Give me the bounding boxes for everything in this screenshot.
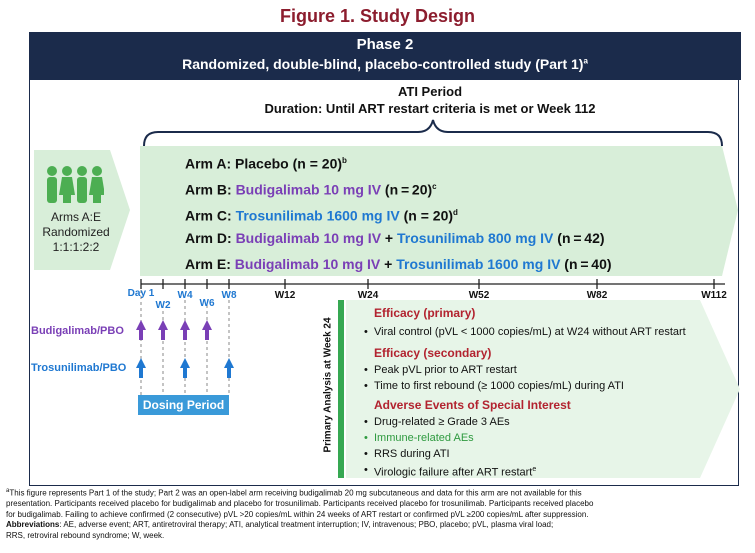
trosunilimab-label: Trosunilimab/PBO bbox=[31, 362, 127, 374]
ati-brace bbox=[143, 119, 723, 147]
efficacy-secondary-item: Time to first rebound (≥ 1000 copies/mL)… bbox=[364, 379, 624, 393]
arm-d: Arm D: Budigalimab 10 mg IV + Trosunilim… bbox=[185, 230, 605, 246]
budigalimab-dose-arrows bbox=[136, 320, 212, 340]
primary-analysis-bar bbox=[338, 300, 344, 478]
arms-ratio-title: Arms A:E bbox=[50, 210, 101, 224]
efficacy-secondary-item: Peak pVL prior to ART restart bbox=[364, 363, 517, 377]
tick-w6: W6 bbox=[199, 298, 215, 309]
budigalimab-label: Budigalimab/PBO bbox=[31, 325, 124, 337]
ati-duration: Duration: Until ART restart criteria is … bbox=[264, 101, 596, 116]
ratio-label: 1:1:1:2:2 bbox=[52, 240, 100, 254]
tick-w112: W112 bbox=[701, 290, 727, 301]
randomization-label: Arms A:E Randomized 1:1:1:2:2 bbox=[36, 210, 116, 255]
ati-period-label: ATI Period Duration: Until ART restart c… bbox=[200, 83, 660, 117]
tick-w52: W52 bbox=[468, 290, 490, 301]
arm-e: Arm E: Budigalimab 10 mg IV + Trosunilim… bbox=[185, 256, 612, 272]
efficacy-secondary-heading: Efficacy (secondary) bbox=[374, 346, 492, 360]
phase-label: Phase 2 bbox=[356, 36, 414, 53]
arm-a: Arm A: Placebo (n = 20)b bbox=[185, 155, 347, 172]
tick-w8: W8 bbox=[221, 290, 237, 301]
tick-w12: W12 bbox=[274, 290, 296, 301]
arm-b: Arm B: Budigalimab 10 mg IV (n = 20)c bbox=[185, 181, 437, 198]
randomization-arrow bbox=[34, 150, 130, 270]
aesi-item: Virologic failure after ART restarte bbox=[364, 463, 536, 480]
trosunilimab-dose-arrows bbox=[136, 358, 234, 378]
efficacy-primary-heading: Efficacy (primary) bbox=[374, 306, 476, 320]
dosing-period-label: Dosing Period bbox=[138, 395, 229, 415]
aesi-item: Drug-related ≥ Grade 3 AEs bbox=[364, 415, 510, 429]
ati-title: ATI Period bbox=[397, 84, 463, 99]
aesi-heading: Adverse Events of Special Interest bbox=[374, 398, 571, 412]
efficacy-primary-item: Viral control (pVL < 1000 copies/mL) at … bbox=[364, 325, 686, 339]
people-icon bbox=[44, 165, 105, 210]
aesi-item: RRS during ATI bbox=[364, 447, 450, 461]
footnotes: aThis figure represents Part 1 of the st… bbox=[6, 488, 594, 540]
phase-banner: Phase 2 Randomized, double-blind, placeb… bbox=[29, 32, 741, 80]
tick-w2: W2 bbox=[155, 300, 171, 311]
primary-analysis-label: Primary Analysis at Week 24 bbox=[322, 317, 334, 453]
figure-title: Figure 1. Study Design bbox=[279, 6, 476, 26]
study-frame bbox=[29, 80, 739, 486]
randomized-label: Randomized bbox=[42, 225, 110, 239]
tick-w24: W24 bbox=[357, 290, 379, 301]
aesi-item: Immune-related AEs bbox=[364, 431, 474, 445]
tick-day1: Day 1 bbox=[127, 288, 155, 299]
tick-w82: W82 bbox=[586, 290, 608, 301]
arms-arrow-bg bbox=[140, 146, 738, 276]
tick-w4: W4 bbox=[177, 290, 193, 301]
arm-c: Arm C: Trosunilimab 1600 mg IV (n = 20)d bbox=[185, 207, 458, 224]
study-design-label: Randomized, double-blind, placebo-contro… bbox=[182, 56, 588, 72]
